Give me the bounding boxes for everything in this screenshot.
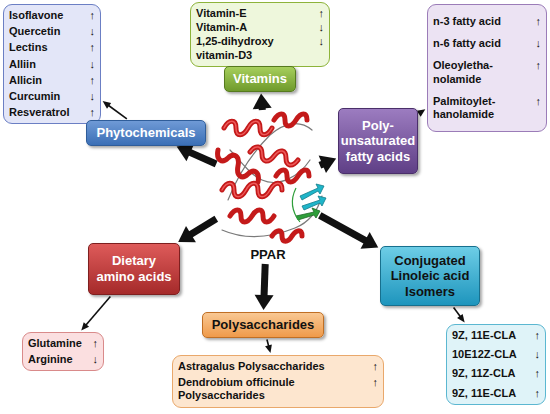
cla-isomer-list: 9Z, 11E-CLA↑10E12Z-CLA↓9Z, 11Z-CLA↑9Z, 1… — [446, 324, 546, 405]
category-box: Vitamins — [224, 66, 296, 92]
trend-arrow: ↓ — [83, 25, 95, 38]
compound-name: Astragalus Polysaccharides — [178, 360, 363, 373]
compound-name: Glutamine — [28, 337, 83, 350]
compound-name: Isoflavone — [9, 9, 80, 22]
category-label: Vitamins — [233, 71, 287, 87]
trend-arrow: ↑ — [83, 41, 95, 54]
trend-arrow: ↓ — [83, 58, 95, 71]
trend-arrow: ↓ — [528, 348, 540, 361]
thick-arrow — [178, 219, 216, 243]
compound-name: 9Z, 11Z-CLA — [452, 367, 525, 380]
category-box: Dietary amino acids — [88, 243, 180, 295]
category-label: Phytochemicals — [97, 125, 196, 141]
trend-arrow: ↑ — [529, 95, 541, 121]
thick-arrow — [319, 156, 337, 174]
thin-arrow — [454, 308, 465, 323]
thin-arrow — [265, 340, 272, 354]
trend-arrow: ↑ — [528, 329, 540, 342]
trend-arrow: ↑ — [83, 74, 95, 87]
compound-name: 9Z, 11E-CLA — [452, 387, 525, 400]
trend-arrow: ↑ — [366, 376, 378, 402]
trend-arrow: ↓ — [312, 21, 324, 34]
compound-name: Vitamin-E — [196, 7, 309, 20]
category-box: Phytochemicals — [86, 120, 206, 146]
receptor-label: PPAR — [250, 247, 285, 262]
compound-name: Oleoyletha-nolamide — [433, 59, 526, 85]
trend-arrow: ↑ — [83, 9, 95, 22]
trend-arrow: ↓ — [83, 90, 95, 103]
trend-arrow: ↑ — [366, 360, 378, 373]
compound-name: Allicin — [9, 74, 80, 87]
trend-arrow: ↓ — [86, 353, 98, 366]
thick-arrow — [253, 94, 272, 110]
trend-arrow: ↓ — [529, 37, 541, 50]
phytochemical-list: Isoflavone↑Quercetin↓Lectins↑Alliin↓Alli… — [3, 4, 101, 124]
compound-name: 10E12Z-CLA — [452, 348, 525, 361]
thin-arrow — [103, 101, 127, 119]
vitamin-list: Vitamin-E↑Vitamin-A↓1,25-dihydroxy vitam… — [190, 2, 330, 67]
thick-arrow — [255, 264, 274, 310]
compound-name: n-6 fatty acid — [433, 37, 526, 50]
compound-name: Arginine — [28, 353, 83, 366]
compound-name: Vitamin-A — [196, 21, 309, 34]
compound-name: n-3 fatty acid — [433, 15, 526, 28]
trend-arrow: ↑ — [83, 106, 95, 119]
thick-arrow — [177, 144, 217, 164]
trend-arrow: ↑ — [312, 7, 324, 20]
trend-arrow: ↑ — [528, 367, 540, 380]
amino-acid-list: Glutamine↑Arginine↓ — [22, 332, 104, 371]
compound-name: Alliin — [9, 58, 80, 71]
category-box: Polysaccharides — [202, 312, 324, 338]
compound-name: Lectins — [9, 41, 80, 54]
compound-name: 9Z, 11E-CLA — [452, 329, 525, 342]
thin-arrow — [81, 297, 110, 331]
category-label: Poly-unsaturated fatty acids — [341, 118, 415, 165]
thin-arrow — [417, 109, 426, 116]
compound-name: Resveratrol — [9, 106, 80, 119]
fatty-acid-list: n-3 fatty acid↑n-6 fatty acid↓Oleoyletha… — [427, 4, 547, 132]
category-label: Dietary amino acids — [95, 253, 173, 284]
compound-name: Quercetin — [9, 25, 80, 38]
compound-name: 1,25-dihydroxy vitamin-D3 — [196, 35, 309, 61]
category-label: Conjugated Linoleic acid Isomers — [387, 253, 473, 300]
thick-arrow — [320, 215, 378, 248]
trend-arrow: ↓ — [312, 35, 324, 61]
trend-arrow: ↑ — [529, 59, 541, 85]
trend-arrow: ↑ — [86, 337, 98, 350]
category-label: Polysaccharides — [212, 317, 315, 333]
category-box: Poly-unsaturated fatty acids — [338, 108, 418, 174]
polysaccharide-list: Astragalus Polysaccharides↑Dendrobium of… — [172, 355, 384, 408]
trend-arrow: ↑ — [528, 387, 540, 400]
compound-name: Palmitoylet-hanolamide — [433, 95, 526, 121]
compound-name: Dendrobium officinule Polysaccharides — [178, 376, 363, 402]
compound-name: Curcumin — [9, 90, 80, 103]
category-box: Conjugated Linoleic acid Isomers — [380, 246, 480, 306]
receptor-node: PPAR — [218, 112, 318, 262]
trend-arrow: ↑ — [529, 15, 541, 28]
